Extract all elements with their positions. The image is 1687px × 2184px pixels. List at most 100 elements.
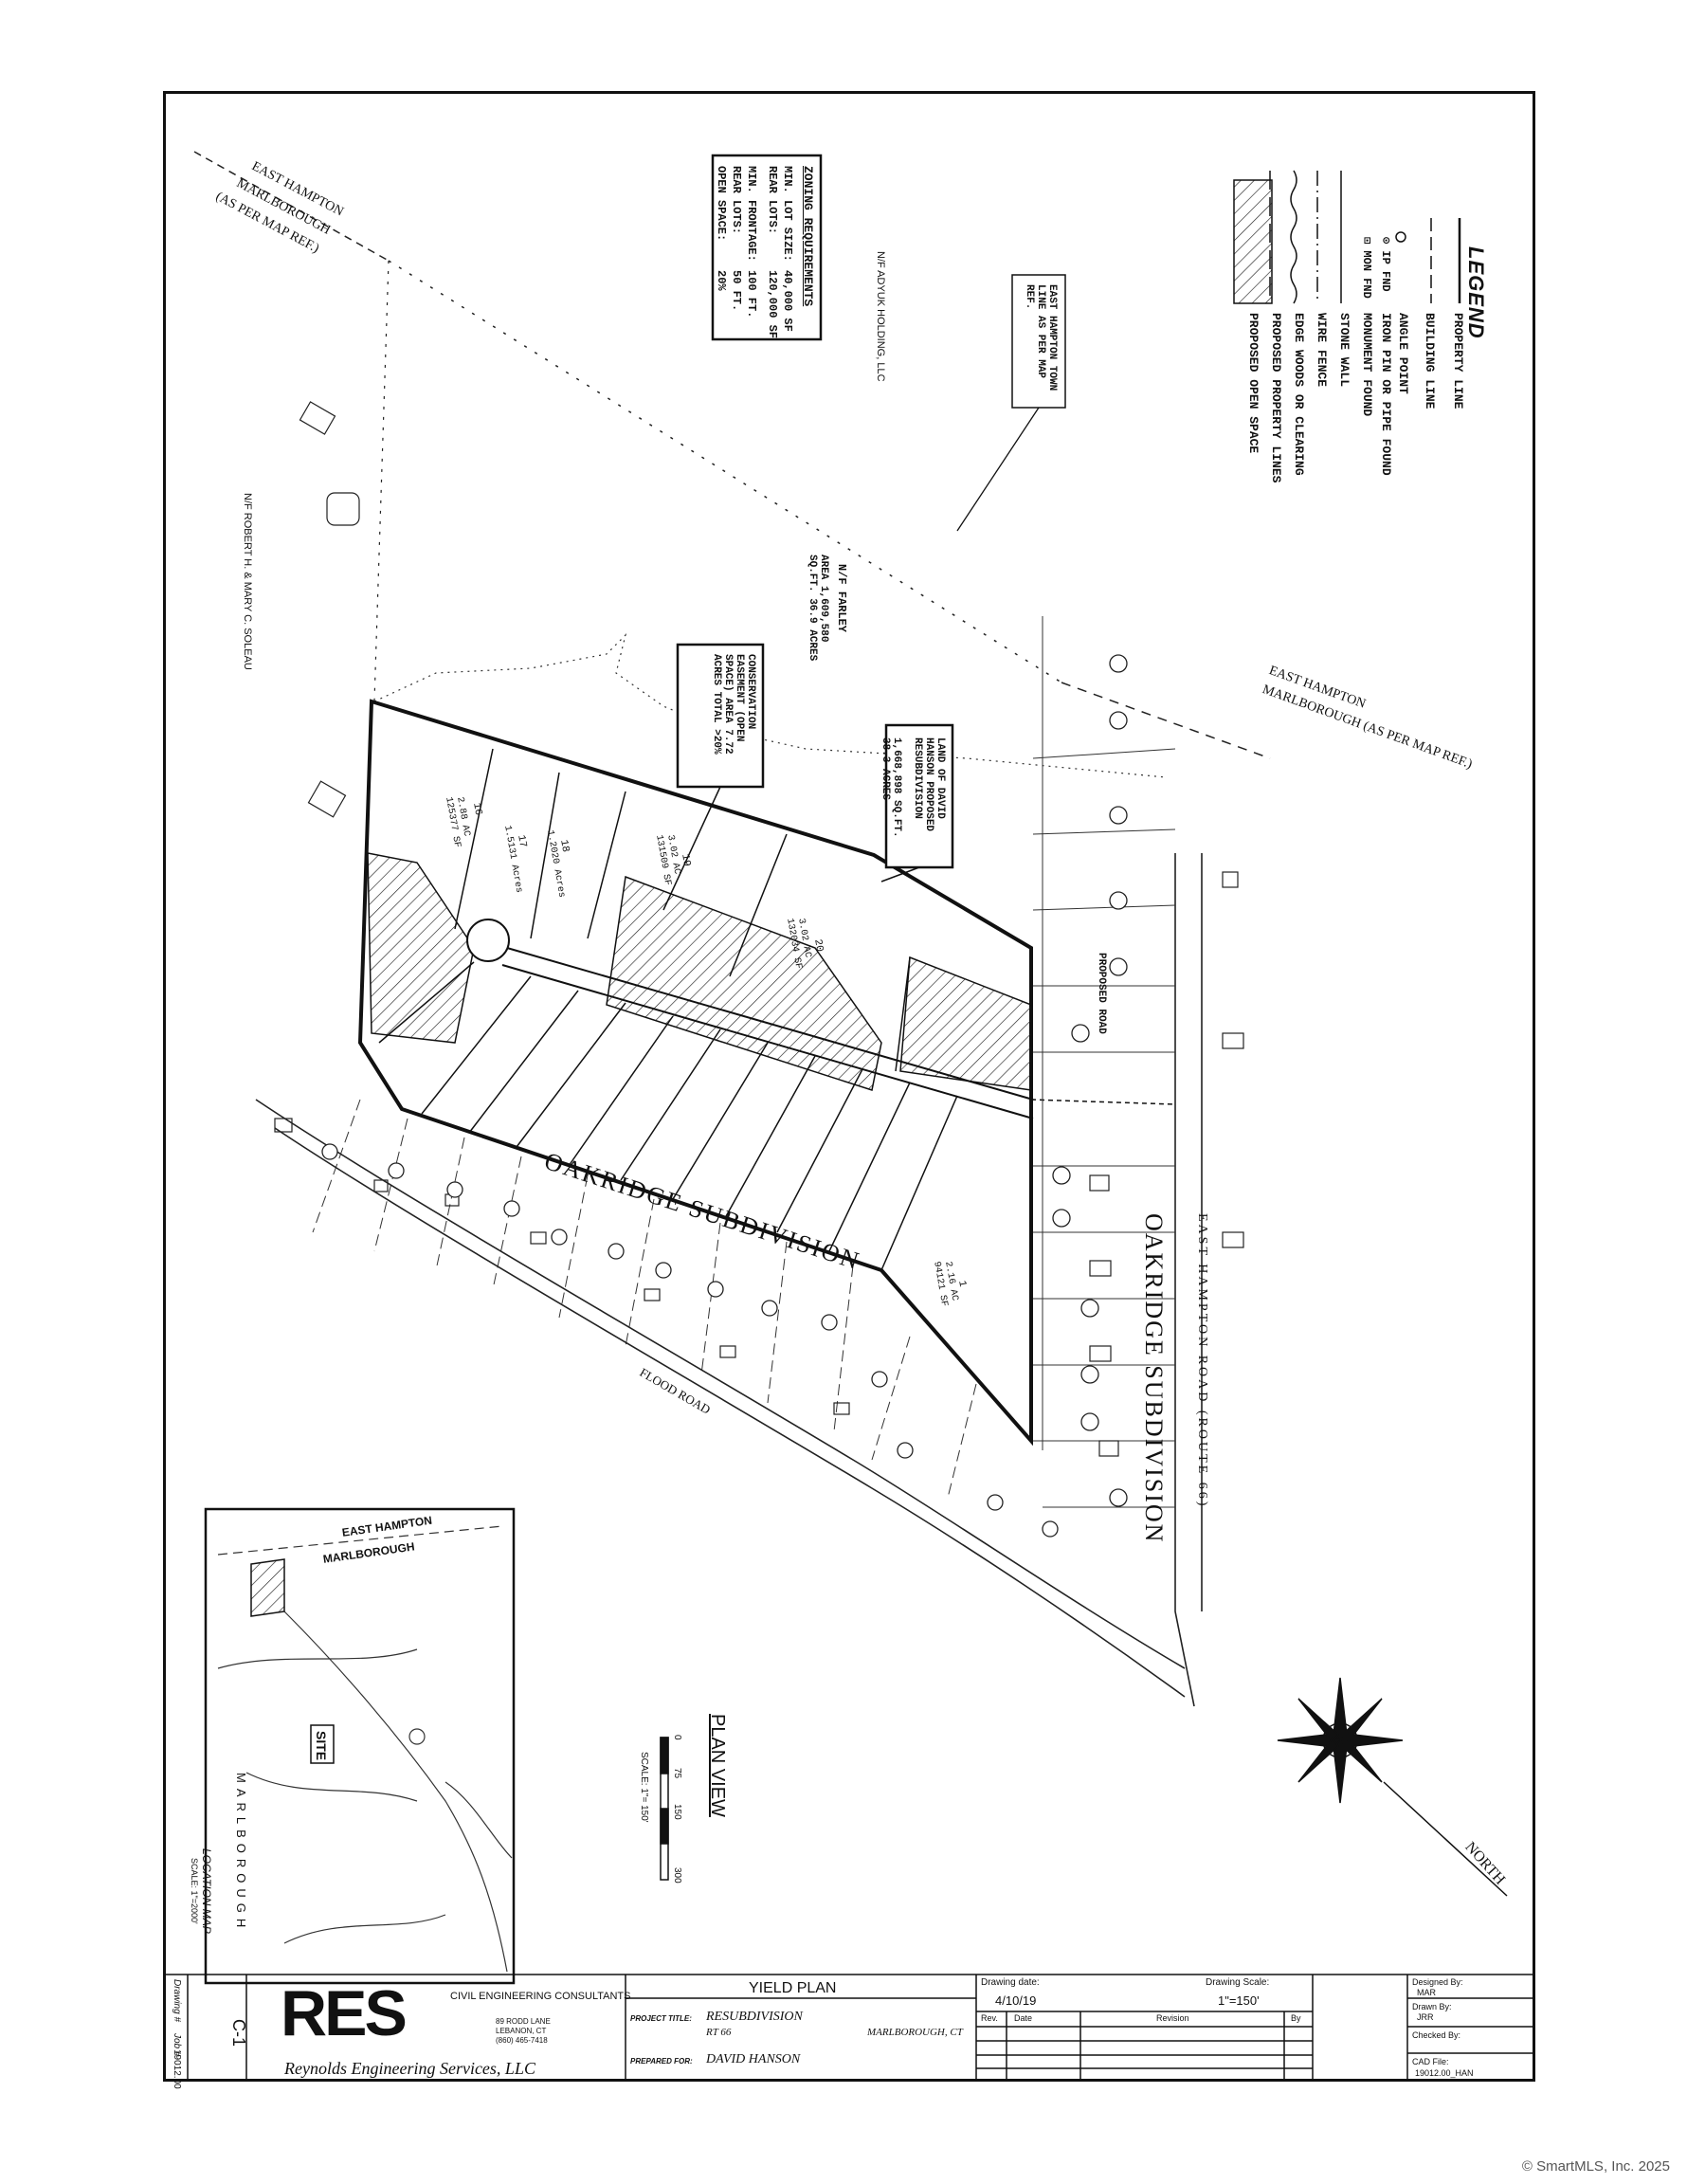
rev-col-label: Rev. bbox=[981, 2013, 998, 2023]
zoning-row-label: MIN. LOT SIZE: bbox=[781, 166, 794, 262]
route-66 bbox=[1174, 853, 1195, 1707]
conservation-box bbox=[676, 643, 765, 789]
location-site-label-box bbox=[310, 1724, 335, 1764]
zoning-row-value: 40,000 SF bbox=[781, 270, 794, 332]
zoning-row-value: 120,000 SF bbox=[766, 270, 779, 339]
drawn-by: JRR bbox=[1417, 2012, 1434, 2022]
subdivision-label-east: OAKRIDGE SUBDIVISION bbox=[1140, 1213, 1168, 1544]
scale-tick-0: 0 bbox=[672, 1735, 682, 1740]
zoning-row-value: 100 FT. bbox=[745, 270, 758, 318]
proposed-road bbox=[501, 947, 1034, 1119]
legend-item-monument: MONUMENT FOUND bbox=[1360, 313, 1374, 417]
firm-address-1: 89 RODD LANE bbox=[496, 2017, 551, 2026]
legend-item-iron-pin: IRON PIN OR PIPE FOUND bbox=[1379, 313, 1393, 476]
farley-area: AREA 1,609,580 SQ.FT. 36.9 ACRES bbox=[807, 555, 829, 662]
location-map-scale: SCALE: 1"=2000' bbox=[190, 1858, 199, 1924]
zoning-row-value: 20% bbox=[715, 270, 728, 291]
firm-logo: RES bbox=[281, 1977, 408, 2049]
route-66-label: EAST HAMPTON ROAD (ROUTE 66) bbox=[1195, 1213, 1209, 1509]
legend-symbol-ip: ⊙ IP FND bbox=[1379, 237, 1392, 292]
town-line-diagonal bbox=[388, 260, 1062, 683]
parcel-boundary bbox=[357, 699, 1033, 1447]
legend-symbols bbox=[1233, 170, 1461, 304]
prepared-for: DAVID HANSON bbox=[706, 2052, 801, 2066]
drawing-scale-label: Drawing Scale: bbox=[1206, 1977, 1270, 1988]
stone-wall bbox=[373, 633, 1167, 778]
lot-18-label: 18 bbox=[557, 839, 571, 854]
legend-item-property-line: PROPERTY LINE bbox=[1451, 313, 1465, 410]
location-town-label: MARLBOROUGH bbox=[234, 1773, 248, 1934]
scale-tick-75: 75 bbox=[672, 1768, 682, 1779]
west-boundary bbox=[373, 260, 390, 702]
legend-item-proposed-lines: PROPOSED PROPERTY LINES bbox=[1269, 313, 1283, 483]
drawing-date-label: Drawing date: bbox=[981, 1977, 1040, 1988]
lot-20-label: 20 bbox=[811, 938, 825, 954]
zoning-row-value: 50 FT. bbox=[730, 270, 743, 312]
scale-tick-300: 300 bbox=[672, 1867, 682, 1884]
zoning-title: ZONING REQUIREMENTS bbox=[801, 166, 815, 307]
legend-item-open-space: PROPOSED OPEN SPACE bbox=[1246, 313, 1261, 454]
plan-view-title: PLAN VIEW bbox=[707, 1714, 728, 1817]
legend-title: LEGEND bbox=[1464, 246, 1488, 339]
legend-item-edge-woods: EDGE WOODS OR CLEARING bbox=[1292, 313, 1306, 476]
lot-circles bbox=[321, 654, 1128, 1538]
open-space-west bbox=[367, 852, 475, 1044]
prepared-for-label: PREPARED FOR: bbox=[630, 2057, 693, 2066]
open-space-center bbox=[606, 875, 882, 1091]
location-map-roads bbox=[217, 1525, 513, 1973]
drawing-scale: 1"=150' bbox=[1218, 1993, 1260, 2008]
land-title: LAND OF DAVID HANSON PROPOSED RESUBDIVIS… bbox=[912, 737, 946, 832]
project-town: MARLBOROUGH, CT bbox=[867, 2027, 963, 2038]
legend-item-wire-fence: WIRE FENCE bbox=[1315, 313, 1329, 388]
legend-item-building-line: BUILDING LINE bbox=[1423, 313, 1437, 410]
location-site-label: SITE bbox=[314, 1731, 329, 1761]
copyright-notice: © SmartMLS, Inc. 2025 bbox=[1521, 2158, 1670, 2175]
plan-scale-bar bbox=[660, 1737, 669, 1881]
cad-file: 19012.00_HAN bbox=[1415, 2068, 1474, 2078]
lot-16-label: 16 bbox=[470, 802, 484, 817]
drawing-number: C-1 bbox=[229, 2019, 248, 2048]
town-line-right bbox=[1061, 682, 1271, 759]
legend-item-stone-wall: STONE WALL bbox=[1337, 313, 1351, 388]
zoning-row-label: OPEN SPACE: bbox=[715, 166, 728, 242]
drawing-number-label: Drawing # bbox=[172, 1979, 182, 2023]
proposed-lot-lines bbox=[378, 748, 958, 1271]
adjoiner-farley: N/F FARLEY bbox=[835, 564, 848, 633]
open-space-east bbox=[899, 956, 1032, 1091]
drawn-by-label: Drawn By: bbox=[1412, 2002, 1452, 2011]
north-arrow bbox=[1277, 1677, 1508, 1897]
cad-file-label: CAD File: bbox=[1412, 2057, 1449, 2066]
drawing-date: 4/10/19 bbox=[995, 1993, 1037, 2008]
checked-by-label: Checked By: bbox=[1412, 2030, 1461, 2040]
by-col-label: By bbox=[1291, 2013, 1301, 2023]
flood-road bbox=[255, 1099, 1186, 1669]
plan-view-scale: SCALE: 1"= 150' bbox=[639, 1752, 649, 1823]
designed-by: MAR bbox=[1417, 1988, 1436, 1997]
revision-col-label: Revision bbox=[1156, 2013, 1189, 2023]
sheet-title: YIELD PLAN bbox=[749, 1980, 837, 1996]
firm-tagline: CIVIL ENGINEERING CONSULTANTS bbox=[450, 1991, 631, 2002]
zoning-row-label: REAR LOTS: bbox=[766, 166, 779, 235]
legend-symbol-mon: ⊡ MON FND bbox=[1360, 237, 1373, 299]
job-number: 19012.00 bbox=[172, 2049, 182, 2089]
conservation-label: CONSERVATION EASEMENT (OPEN SPACE) AREA … bbox=[711, 654, 756, 755]
title-block-lines bbox=[163, 1974, 1535, 2082]
location-site-outline bbox=[250, 1558, 285, 1617]
firm-name: Reynolds Engineering Services, LLC bbox=[284, 2059, 535, 2078]
zoning-row-label: MIN. FRONTAGE: bbox=[745, 166, 758, 262]
date-col-label: Date bbox=[1014, 2013, 1033, 2023]
drawing-sheet bbox=[163, 91, 1535, 2082]
land-area: 1,668,898 SQ.FT. 38.3 ACRES bbox=[880, 737, 902, 838]
adjoiner-bottom: N/F ROBERT H. & MARY C. SOLEAU bbox=[242, 493, 253, 670]
zoning-box bbox=[711, 154, 823, 341]
firm-phone: (860) 465-7418 bbox=[496, 2036, 548, 2045]
project-sub: RT 66 bbox=[706, 2027, 732, 2038]
land-label-box bbox=[884, 723, 954, 869]
existing-lot-lines-east bbox=[1032, 616, 1176, 1508]
legend-item-angle-point: ANGLE POINT bbox=[1396, 313, 1410, 394]
town-line-ref-box bbox=[1011, 274, 1066, 409]
zoning-row-label: REAR LOTS: bbox=[730, 166, 743, 235]
firm-address-2: LEBANON, CT bbox=[496, 2027, 547, 2035]
cul-de-sac bbox=[466, 919, 510, 962]
